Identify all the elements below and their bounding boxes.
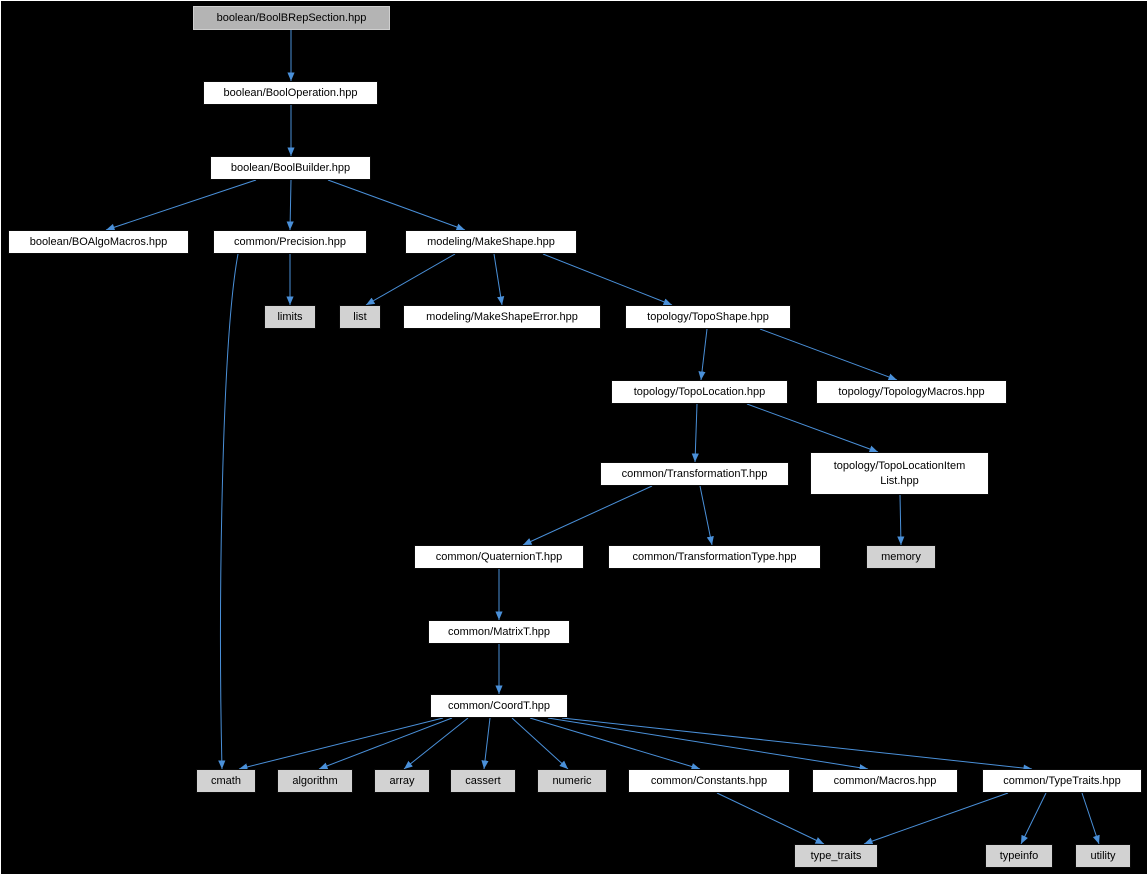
node-array: array bbox=[374, 769, 430, 793]
node-algorithm: algorithm bbox=[277, 769, 353, 793]
node-make-shape-error[interactable]: modeling/MakeShapeError.hpp bbox=[403, 305, 601, 329]
edge-coord-t-to-cmath bbox=[238, 717, 444, 771]
node-memory: memory bbox=[866, 545, 936, 569]
node-constants[interactable]: common/Constants.hpp bbox=[628, 769, 790, 793]
node-transformation-type[interactable]: common/TransformationType.hpp bbox=[608, 545, 821, 569]
edge-topo-shape-to-topo-location bbox=[698, 328, 708, 381]
node-bo-algo-macros[interactable]: boolean/BOAlgoMacros.hpp bbox=[8, 230, 189, 254]
edge-topo-location-to-topo-location-item-list bbox=[746, 403, 879, 453]
node-transformation-t[interactable]: common/TransformationT.hpp bbox=[600, 462, 789, 486]
node-macros[interactable]: common/Macros.hpp bbox=[812, 769, 958, 793]
node-limits: limits bbox=[264, 305, 316, 329]
node-cmath: cmath bbox=[196, 769, 256, 793]
node-topo-location-item-list[interactable]: topology/TopoLocationItem List.hpp bbox=[810, 452, 989, 495]
node-type-traits-hpp[interactable]: common/TypeTraits.hpp bbox=[982, 769, 1142, 793]
edge-make-shape-to-topo-shape bbox=[542, 253, 673, 306]
node-type-traits-std: type_traits bbox=[794, 844, 878, 868]
node-bool-brep-section: boolean/BoolBRepSection.hpp bbox=[193, 6, 390, 30]
node-topo-location[interactable]: topology/TopoLocation.hpp bbox=[611, 380, 788, 404]
edge-bool-builder-to-make-shape bbox=[327, 179, 466, 231]
edge-coord-t-to-cassert bbox=[481, 717, 491, 770]
edge-topo-location-item-list-to-memory bbox=[897, 494, 905, 546]
node-cassert: cassert bbox=[450, 769, 516, 793]
edge-type-traits-hpp-to-utility bbox=[1081, 792, 1100, 845]
node-bool-builder[interactable]: boolean/BoolBuilder.hpp bbox=[210, 156, 371, 180]
edge-topo-shape-to-topology-macros bbox=[759, 328, 898, 381]
node-typeinfo: typeinfo bbox=[985, 844, 1053, 868]
edge-bool-builder-to-bo-algo-macros bbox=[105, 179, 257, 231]
node-precision[interactable]: common/Precision.hpp bbox=[213, 230, 367, 254]
edge-type-traits-hpp-to-type-traits-std bbox=[863, 792, 1009, 845]
edge-type-traits-hpp-to-typeinfo bbox=[1020, 792, 1047, 845]
edge-transformation-t-to-quaternion-t bbox=[522, 485, 653, 546]
edge-make-shape-to-list bbox=[365, 253, 456, 306]
node-coord-t[interactable]: common/CoordT.hpp bbox=[430, 694, 568, 718]
node-matrix-t[interactable]: common/MatrixT.hpp bbox=[428, 620, 570, 644]
edge-coord-t-to-type-traits-hpp bbox=[561, 717, 1033, 772]
node-quaternion-t[interactable]: common/QuaternionT.hpp bbox=[414, 545, 584, 569]
node-topo-shape[interactable]: topology/TopoShape.hpp bbox=[625, 305, 791, 329]
edge-topo-location-to-transformation-t bbox=[691, 403, 699, 463]
edge-coord-t-to-algorithm bbox=[318, 717, 453, 770]
node-bool-operation[interactable]: boolean/BoolOperation.hpp bbox=[203, 81, 378, 105]
node-numeric: numeric bbox=[537, 769, 607, 793]
node-list: list bbox=[339, 305, 381, 329]
node-make-shape[interactable]: modeling/MakeShape.hpp bbox=[405, 230, 577, 254]
edge-bool-builder-to-precision bbox=[286, 179, 294, 231]
node-topology-macros[interactable]: topology/TopologyMacros.hpp bbox=[816, 380, 1007, 404]
edge-transformation-t-to-transformation-type bbox=[699, 485, 714, 546]
edge-coord-t-to-constants bbox=[529, 717, 701, 770]
edge-make-shape-to-make-shape-error bbox=[493, 253, 505, 306]
edge-coord-t-to-array bbox=[403, 717, 469, 770]
edge-coord-t-to-numeric bbox=[511, 717, 569, 770]
edge-coord-t-to-macros bbox=[547, 717, 869, 772]
edge-precision-to-cmath bbox=[218, 253, 239, 770]
node-utility: utility bbox=[1075, 844, 1131, 868]
edge-constants-to-type-traits-std bbox=[716, 792, 825, 845]
